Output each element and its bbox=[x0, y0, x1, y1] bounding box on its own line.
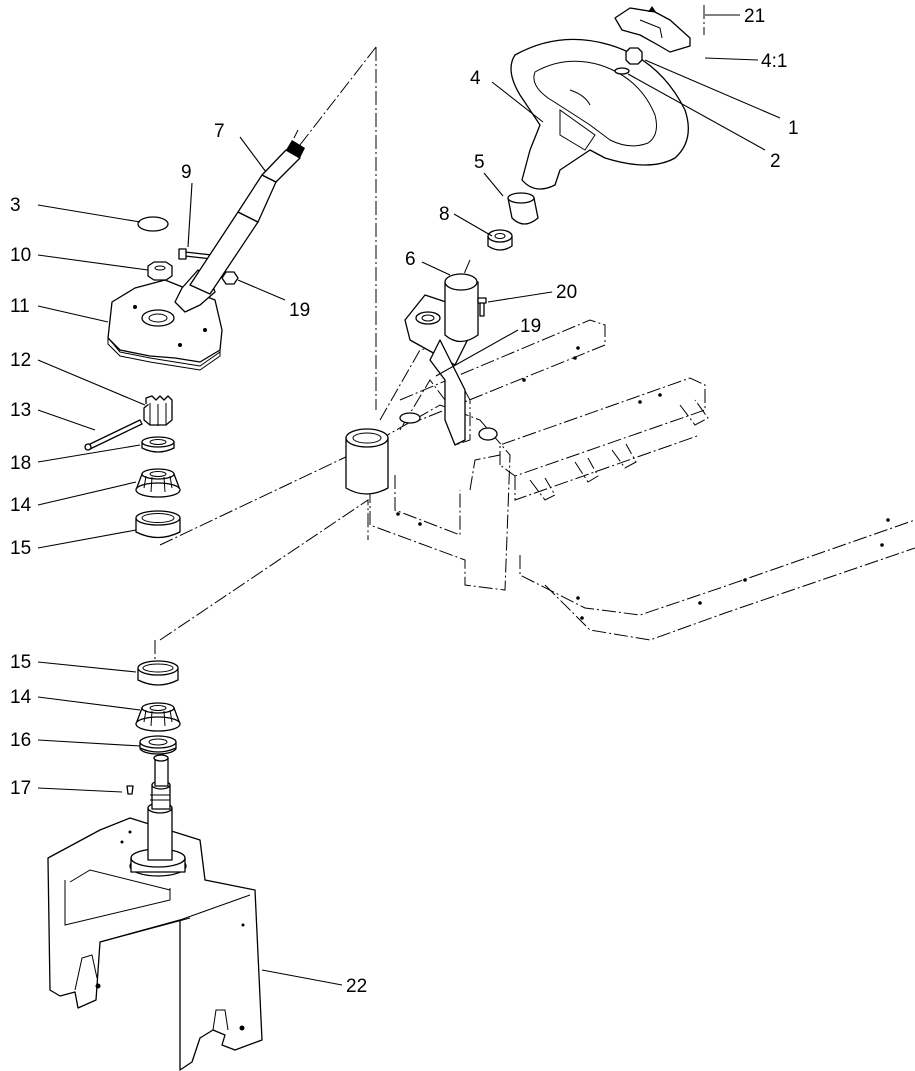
steering-wheel bbox=[510, 38, 689, 190]
callout-3: 3 bbox=[10, 195, 21, 216]
callout-15-upper: 15 bbox=[10, 538, 31, 559]
steering-fork bbox=[47, 817, 263, 1071]
callout-1: 1 bbox=[788, 118, 799, 139]
upper-bearing-cone bbox=[135, 468, 181, 498]
frame-holes bbox=[396, 346, 890, 620]
column-bushing bbox=[487, 229, 513, 251]
callout-8: 8 bbox=[439, 204, 450, 225]
callout-4: 4 bbox=[470, 68, 481, 89]
wheel-cap bbox=[614, 6, 691, 53]
callout-10: 10 bbox=[10, 245, 31, 266]
upper-bearing-race bbox=[135, 510, 181, 539]
hex-nut bbox=[147, 261, 173, 281]
cotter-pin bbox=[84, 419, 143, 451]
steering-gear-housing bbox=[107, 269, 223, 371]
wheel-nut bbox=[625, 47, 643, 65]
callout-5: 5 bbox=[474, 152, 485, 173]
callout-15-lower: 15 bbox=[10, 652, 31, 673]
callout-13: 13 bbox=[10, 400, 31, 421]
leader-lines bbox=[37, 14, 781, 986]
lower-seal bbox=[139, 735, 177, 755]
callout-6: 6 bbox=[405, 249, 416, 270]
callout-4-1: 4:1 bbox=[761, 51, 787, 72]
callout-18: 18 bbox=[10, 453, 31, 474]
callout-19-left: 19 bbox=[289, 300, 310, 321]
callout-14-upper: 14 bbox=[10, 495, 32, 516]
callout-12: 12 bbox=[10, 350, 31, 371]
dust-cap bbox=[137, 216, 169, 232]
thrust-washer bbox=[141, 436, 175, 453]
callout-16: 16 bbox=[10, 730, 31, 751]
woodruff-key bbox=[126, 785, 134, 795]
lower-bearing-cone bbox=[135, 702, 181, 732]
frame-plug bbox=[399, 412, 498, 441]
callout-9: 9 bbox=[181, 162, 192, 183]
callout-20: 20 bbox=[556, 282, 577, 303]
bracket-bolt bbox=[477, 297, 487, 317]
callout-14-lower: 14 bbox=[10, 687, 32, 708]
lock-nut bbox=[221, 271, 239, 285]
callout-11: 11 bbox=[10, 296, 30, 317]
column-tube bbox=[444, 273, 479, 343]
main-frame-phantom bbox=[369, 319, 915, 641]
castle-nut bbox=[143, 395, 173, 426]
bolt bbox=[178, 248, 213, 260]
callout-21-top: 21 bbox=[744, 6, 765, 27]
lower-bearing-race bbox=[137, 660, 179, 686]
callout-17: 17 bbox=[10, 778, 31, 799]
steering-shaft bbox=[189, 129, 305, 295]
callout-7: 7 bbox=[214, 121, 225, 142]
frame-socket bbox=[345, 428, 389, 495]
callout-labels: 21 4:1 1 4 2 7 5 9 3 8 10 6 20 19 11 19 … bbox=[10, 6, 799, 997]
callout-22: 22 bbox=[346, 976, 367, 997]
spindle bbox=[129, 754, 187, 877]
callout-19-right: 19 bbox=[520, 316, 541, 337]
wheel-washer bbox=[614, 67, 630, 75]
callout-2: 2 bbox=[770, 151, 781, 172]
column-cover bbox=[507, 192, 539, 225]
